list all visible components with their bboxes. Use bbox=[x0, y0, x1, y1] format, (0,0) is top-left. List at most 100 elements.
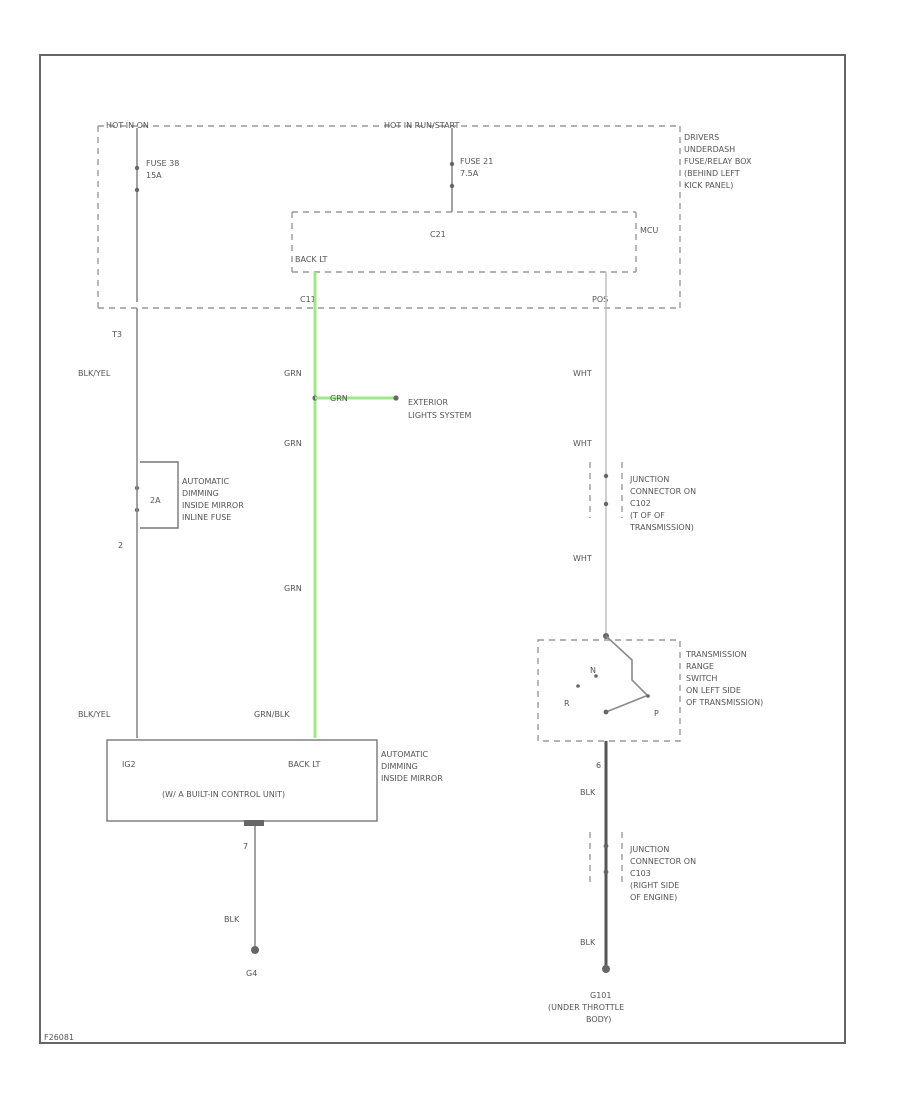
svg-text:DIMMING: DIMMING bbox=[381, 762, 418, 771]
junction-2-node-top bbox=[603, 843, 609, 849]
svg-text:DIMMING: DIMMING bbox=[182, 489, 219, 498]
svg-text:AUTOMATIC: AUTOMATIC bbox=[182, 477, 230, 486]
mcu-label: MCU bbox=[640, 226, 658, 235]
back-lt-pin-label: BACK LT bbox=[295, 255, 328, 264]
trans-r-label: R bbox=[564, 699, 570, 708]
g101-label: G101 (UNDER THROTTLE BODY) bbox=[548, 991, 624, 1024]
svg-text:(T OF OF: (T OF OF bbox=[630, 511, 665, 520]
blk-yel-label-lower: BLK/YEL bbox=[78, 710, 111, 719]
svg-text:OF TRANSMISSION): OF TRANSMISSION) bbox=[686, 698, 763, 707]
junction-2-node-bottom bbox=[603, 869, 609, 875]
blk-label-3: BLK bbox=[580, 938, 596, 947]
mirror-control-label: (W/ A BUILT-IN CONTROL UNIT) bbox=[162, 790, 285, 799]
exterior-lights-label: EXTERIOR LIGHTS SYSTEM bbox=[408, 398, 472, 420]
svg-text:BODY): BODY) bbox=[586, 1015, 611, 1024]
junction-1-outline bbox=[589, 462, 623, 518]
inline-fuse-bracket bbox=[140, 461, 179, 529]
pos-label: POS bbox=[592, 295, 608, 304]
svg-text:C103: C103 bbox=[630, 869, 651, 878]
junction-2-label: JUNCTION CONNECTOR ON C103 (RIGHT SIDE O… bbox=[629, 845, 696, 902]
trans-switch-arm bbox=[605, 635, 649, 697]
inline-fuse-amp: 2A bbox=[150, 496, 161, 505]
fuse21-rating: 7.5A bbox=[460, 169, 479, 178]
fuse38-rating: 15A bbox=[146, 171, 162, 180]
c11-label: C11 bbox=[300, 295, 316, 304]
svg-text:JUNCTION: JUNCTION bbox=[629, 475, 669, 484]
trans-switch-contact-r bbox=[576, 684, 580, 688]
mirror-back-pin: BACK LT bbox=[288, 760, 321, 769]
wht-label-2: WHT bbox=[573, 439, 592, 448]
svg-text:(UNDER THROTTLE: (UNDER THROTTLE bbox=[548, 1003, 624, 1012]
svg-text:INSIDE MIRROR: INSIDE MIRROR bbox=[182, 501, 244, 510]
pin-7-label: 7 bbox=[243, 842, 248, 851]
trans-switch-pivot bbox=[603, 709, 609, 715]
grn-label-1: GRN bbox=[284, 369, 302, 378]
trans-switch-blade bbox=[605, 695, 647, 713]
fuse21-terminal-bottom bbox=[449, 183, 455, 189]
grn-label-2: GRN bbox=[330, 394, 348, 403]
t3-label: T3 bbox=[111, 330, 122, 339]
grn-blk-label: GRN/BLK bbox=[254, 710, 290, 719]
wht-label-1: WHT bbox=[573, 369, 592, 378]
fuse21-label: FUSE 21 bbox=[460, 157, 493, 166]
svg-text:FUSE/RELAY BOX: FUSE/RELAY BOX bbox=[684, 157, 752, 166]
svg-text:KICK PANEL): KICK PANEL) bbox=[684, 181, 733, 190]
trans-pin-6: 6 bbox=[596, 761, 601, 770]
trans-switch-outline bbox=[537, 639, 681, 742]
svg-text:EXTERIOR: EXTERIOR bbox=[408, 398, 449, 407]
svg-text:JUNCTION: JUNCTION bbox=[629, 845, 669, 854]
svg-text:SWITCH: SWITCH bbox=[686, 674, 717, 683]
trans-switch-label: TRANSMISSION RANGE SWITCH ON LEFT SIDE O… bbox=[685, 650, 763, 707]
mirror-ground-connector bbox=[244, 820, 264, 826]
inline-fuse-label: AUTOMATIC DIMMING INSIDE MIRROR INLINE F… bbox=[182, 477, 244, 522]
trans-switch-contact-p bbox=[646, 694, 650, 698]
inside-mirror-box bbox=[106, 739, 378, 822]
blk-label-2: BLK bbox=[580, 788, 596, 797]
svg-text:RANGE: RANGE bbox=[686, 662, 714, 671]
grn-label-4: GRN bbox=[284, 584, 302, 593]
junction-2-outline bbox=[589, 832, 623, 884]
svg-text:CONNECTOR ON: CONNECTOR ON bbox=[630, 857, 696, 866]
ground-g4-point bbox=[251, 946, 259, 954]
svg-text:UNDERDASH: UNDERDASH bbox=[684, 145, 735, 154]
mirror-ign-pin: IG2 bbox=[122, 760, 136, 769]
pin-2-label: 2 bbox=[118, 541, 123, 550]
svg-text:OF ENGINE): OF ENGINE) bbox=[630, 893, 677, 902]
trans-n-label: N bbox=[590, 666, 596, 675]
fuse38-terminal-top bbox=[134, 165, 140, 171]
hot-run-start-label: HOT IN RUN/START bbox=[384, 121, 460, 130]
g4-label: G4 bbox=[246, 969, 257, 978]
svg-text:(RIGHT SIDE: (RIGHT SIDE bbox=[630, 881, 679, 890]
fuse38-label: FUSE 38 bbox=[146, 159, 179, 168]
svg-text:G101: G101 bbox=[590, 991, 611, 1000]
grn-label-3: GRN bbox=[284, 439, 302, 448]
svg-text:INSIDE MIRROR: INSIDE MIRROR bbox=[381, 774, 443, 783]
svg-text:LIGHTS SYSTEM: LIGHTS SYSTEM bbox=[408, 411, 472, 420]
svg-text:DRIVERS: DRIVERS bbox=[684, 133, 719, 142]
svg-text:TRANSMISSION): TRANSMISSION) bbox=[629, 523, 694, 532]
trans-p-label: P bbox=[654, 709, 659, 718]
svg-text:ON LEFT SIDE: ON LEFT SIDE bbox=[686, 686, 741, 695]
svg-text:(BEHIND LEFT: (BEHIND LEFT bbox=[684, 169, 740, 178]
junction-1-node-top bbox=[603, 473, 609, 479]
footer-code: F26081 bbox=[44, 1033, 74, 1042]
svg-text:C102: C102 bbox=[630, 499, 651, 508]
fuse38-terminal-bottom bbox=[134, 187, 140, 193]
wht-label-3: WHT bbox=[573, 554, 592, 563]
ground-g101-point bbox=[602, 965, 610, 973]
hot-run-label: HOT IN ON bbox=[106, 121, 149, 130]
inside-mirror-label: AUTOMATIC DIMMING INSIDE MIRROR bbox=[381, 750, 443, 783]
blk-yel-label-upper: BLK/YEL bbox=[78, 369, 111, 378]
diagram-frame bbox=[39, 54, 846, 1044]
exterior-arrow bbox=[393, 395, 399, 401]
fuse21-terminal-top bbox=[449, 161, 455, 167]
svg-text:TRANSMISSION: TRANSMISSION bbox=[685, 650, 747, 659]
blk-label-1: BLK bbox=[224, 915, 240, 924]
svg-text:CONNECTOR ON: CONNECTOR ON bbox=[630, 487, 696, 496]
c21-label: C21 bbox=[430, 230, 446, 239]
trans-switch-contact-n bbox=[594, 674, 598, 678]
mcu-outline bbox=[291, 211, 637, 273]
junction-1-label: JUNCTION CONNECTOR ON C102 (T OF OF TRAN… bbox=[629, 475, 696, 532]
svg-text:INLINE FUSE: INLINE FUSE bbox=[182, 513, 231, 522]
